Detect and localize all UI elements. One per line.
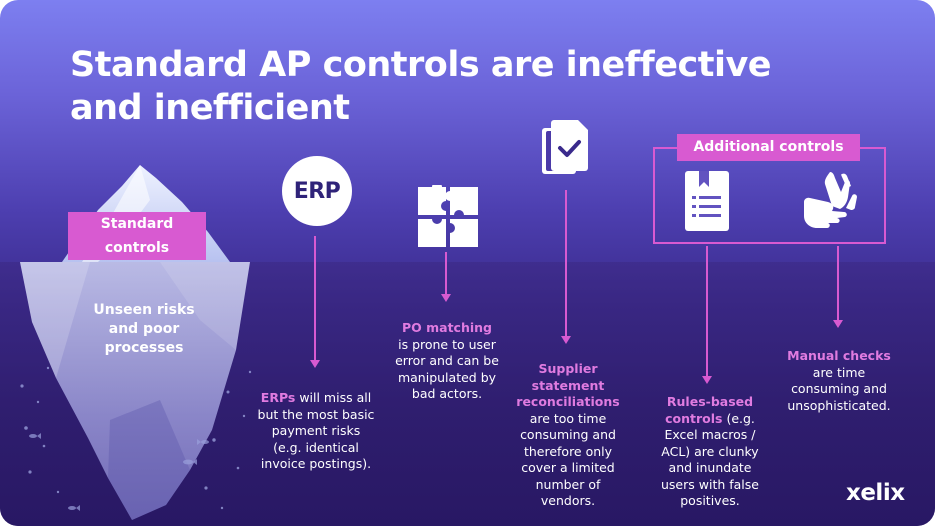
fish-icons [29, 433, 209, 511]
rules-highlight: Rules-based controls [665, 394, 754, 426]
unseen-line-2: and poor [108, 321, 180, 337]
manual-highlight: Manual checks [787, 348, 891, 363]
title-line-1: Standard AP controls are ineffective [70, 45, 772, 85]
erp-description: ERPs will miss all but the most basic pa… [256, 390, 376, 473]
unseen-risks-text: Unseen risks and poor processes [78, 301, 210, 358]
xelix-logo: xelix [846, 480, 905, 506]
supplier-highlight: Supplier statement reconciliations [516, 361, 620, 409]
puzzle-icon [418, 185, 478, 247]
hands-icon [804, 172, 857, 228]
unseen-line-1: Unseen risks [93, 302, 195, 318]
document-check-icon [542, 120, 588, 174]
manual-text: are time consuming and unsophisticated. [787, 364, 891, 413]
title-line-2: and inefficient [70, 88, 350, 128]
unseen-line-3: processes [104, 340, 184, 356]
erp-text: will miss all but the most basic payment… [257, 390, 375, 471]
po-matching-highlight: PO matching [401, 320, 492, 335]
standard-controls-tag: Standard controls [68, 212, 206, 260]
rules-text: (e.g. Excel macros / ACL) are clunky and… [661, 410, 759, 509]
iceberg-underwater [20, 262, 250, 520]
checklist-document-icon [685, 171, 729, 231]
page-title: Standard AP controls are ineffective and… [70, 44, 772, 130]
supplier-text: are too time consuming and therefore onl… [520, 410, 616, 509]
bubbles [20, 366, 252, 510]
additional-controls-tag: Additional controls [677, 134, 860, 161]
po-matching-text: is prone to user error and can be manipu… [395, 336, 499, 402]
rules-based-description: Rules-based controls (e.g. Excel macros … [652, 394, 768, 510]
erp-highlight: ERPs [260, 390, 296, 405]
erp-icon: ERP [282, 156, 352, 226]
